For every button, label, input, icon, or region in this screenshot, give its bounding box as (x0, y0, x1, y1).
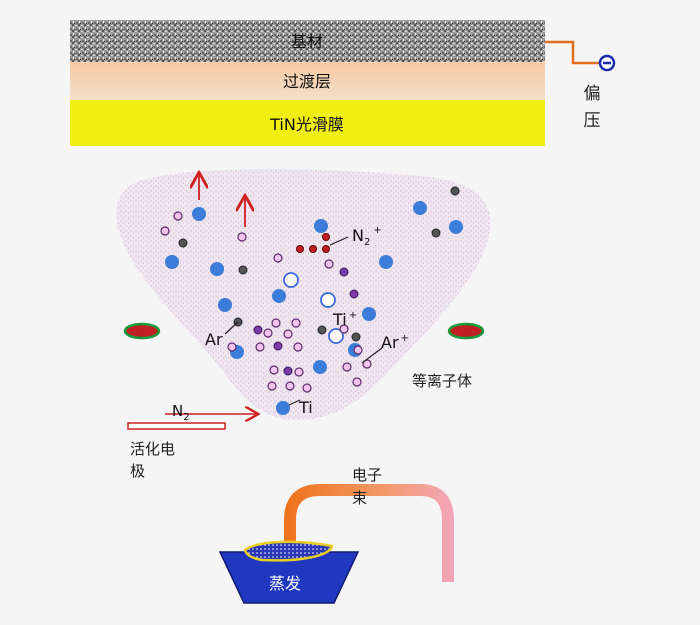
ti-ions-hollow (283, 272, 344, 344)
side-electrode-right (447, 322, 485, 340)
activation-electrode (127, 422, 226, 430)
electron-beam (284, 484, 454, 582)
evaporation-label: 蒸发 (269, 574, 301, 593)
plasma-label: 等离子体 (412, 372, 472, 390)
transition-label: 过渡层 (283, 72, 331, 91)
activation-electrode-label-2: 极 (130, 462, 145, 480)
substrate-label: 基材 (291, 32, 323, 51)
bias-label-1: 偏 (584, 84, 601, 104)
bias-wire (545, 40, 600, 65)
substrate-layer (70, 20, 545, 62)
bias-label-2: 压 (584, 111, 601, 131)
ti-ions (165, 201, 463, 415)
nitrogen-ions (253, 267, 359, 376)
transition-layer (70, 62, 545, 100)
tin-film-label: TiN光滑膜 (269, 115, 344, 134)
ti-label: Ti (298, 398, 313, 417)
electron-beam-label-1: 电子 (352, 466, 382, 484)
side-electrode-left (123, 322, 161, 340)
ar-label: Ar (205, 330, 223, 349)
n2-plus-label: N2+ (352, 225, 382, 248)
n2-gas-label: N2 (172, 402, 190, 423)
ar-plus-label: Ar+ (381, 333, 409, 352)
tin-film-layer (70, 100, 545, 146)
electron-beam-label-2: 束 (352, 489, 367, 507)
argon-atoms (160, 211, 372, 393)
molten-source (243, 540, 334, 562)
plasma-cloud (116, 169, 491, 421)
activation-electrode-label-1: 活化电 (130, 440, 175, 458)
ti-plus-label: Ti+ (332, 310, 357, 329)
n2-plus-ions (296, 233, 330, 253)
